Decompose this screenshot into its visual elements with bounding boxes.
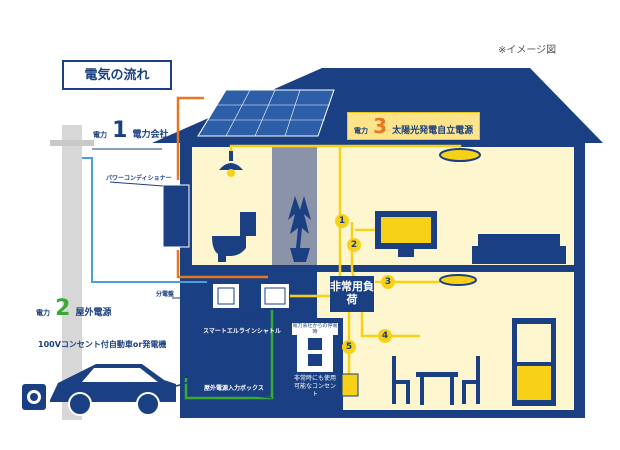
circuit-4-badge: 4 (378, 329, 392, 343)
outlet-socket-bottom (308, 354, 322, 366)
leader-outdoor-box (204, 389, 273, 399)
circuit-2-badge: 2 (347, 238, 361, 252)
source-1-number: 1 (112, 118, 128, 143)
pole-crossarm (50, 140, 94, 146)
image-note: ※イメージ図 (498, 45, 557, 56)
utility-pole (62, 125, 82, 420)
diagram-title: 電気の流れ (62, 60, 172, 90)
outlet-header: 電力会社からの停電時 (292, 323, 338, 335)
source-2-name: 屋外電源 (75, 308, 112, 318)
generator-icon (22, 384, 46, 410)
solar-panel (197, 89, 335, 137)
car-cable (175, 375, 192, 387)
distribution-board (211, 282, 241, 310)
source-3-number: 3 (373, 114, 388, 138)
power-conditioner (162, 184, 190, 248)
emergency-load-panel (330, 276, 374, 312)
plant-icon (288, 196, 311, 262)
dining-set-icon (392, 356, 480, 405)
source-2-label: 電力 2 屋外電源 (36, 298, 112, 320)
source-3-label: 電力 3 太陽光発電自立電源 (347, 112, 481, 140)
source-3-prefix: 電力 (354, 127, 368, 135)
solar-wire-board (176, 250, 268, 279)
circuit-1-badge: 1 (335, 214, 349, 228)
outdoor-box-label: 屋外電源入力ボックス (204, 385, 264, 392)
toilet-icon (212, 212, 256, 262)
source-3-name: 太陽光発電自立電源 (392, 126, 474, 136)
ceiling-light-lower-right (439, 274, 477, 286)
sofa-icon (472, 234, 566, 264)
outlet-caption: 非常時にも使用可能なコンセント (293, 375, 336, 398)
leader-smart-line (204, 309, 267, 333)
solar-wire (176, 96, 204, 180)
source-1-label: 電力 1 電力会社 (93, 120, 169, 142)
source-2-prefix: 電力 (36, 309, 50, 317)
generator-label: 100Vコンセント付自動車or発電機 (38, 340, 167, 349)
wall-socket (341, 373, 359, 397)
circuit-3-badge: 3 (381, 275, 395, 289)
tv-icon (375, 211, 437, 257)
ceiling-light-upper-right (439, 148, 481, 162)
source-1-name: 電力会社 (132, 130, 169, 140)
source-1-prefix: 電力 (93, 131, 107, 139)
smart-line-board-inner (264, 287, 286, 305)
outlet-socket-top (308, 338, 322, 350)
car-icon (50, 364, 176, 416)
leader-power-conditioner (109, 181, 164, 187)
distribution-board-label: 分電盤 (156, 291, 175, 298)
circuit-5-badge: 5 (342, 340, 356, 354)
ceiling-light-upper-left (219, 151, 243, 177)
fridge-icon (512, 318, 556, 406)
utility-wire (82, 157, 207, 283)
emergency-load-label: 非常用負荷 (330, 280, 374, 306)
source-2-number: 2 (55, 296, 71, 321)
distribution-board-inner (217, 287, 235, 305)
power-conditioner-label: パワーコンディショナー (106, 175, 172, 182)
outdoor-wire (184, 302, 274, 400)
smart-line-label: スマートエルラインシャトル (203, 328, 281, 335)
